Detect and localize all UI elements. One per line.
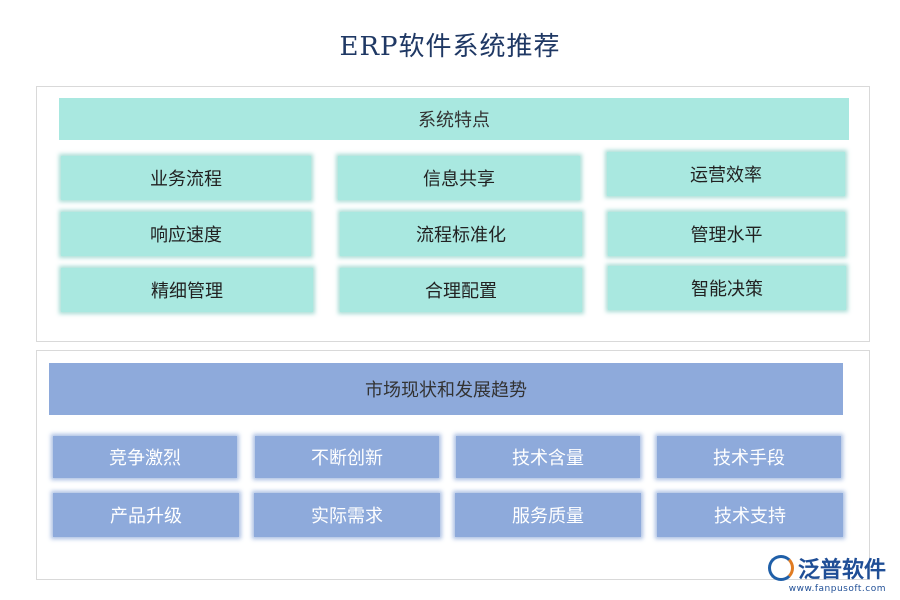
feature-box: 业务流程 (61, 156, 311, 200)
feature-box: 信息共享 (338, 156, 580, 200)
market-box: 技术含量 (456, 436, 640, 478)
feature-box: 管理水平 (608, 212, 845, 256)
logo-url: www.fanpusoft.com (788, 584, 886, 594)
logo-name: 泛普软件 (797, 558, 886, 583)
feature-box: 合理配置 (340, 268, 582, 312)
page-title: ERP软件系统推荐 (339, 32, 561, 62)
features-heading: 系统特点 (59, 98, 849, 140)
market-box: 竞争激烈 (53, 436, 237, 478)
features-section: 系统特点 业务流程 信息共享 运营效率 响应速度 流程标准化 管理水平 精细管理… (36, 86, 870, 342)
market-box: 技术支持 (657, 493, 843, 537)
feature-box: 响应速度 (61, 212, 311, 256)
logo-icon (767, 555, 794, 581)
feature-box: 智能决策 (608, 266, 846, 310)
market-box: 技术手段 (657, 436, 841, 478)
market-box: 不断创新 (255, 436, 439, 478)
feature-box: 精细管理 (61, 268, 313, 312)
market-section: 市场现状和发展趋势 竞争激烈 不断创新 技术含量 技术手段 产品升级 实际需求 … (36, 350, 870, 580)
market-box: 服务质量 (455, 493, 641, 537)
feature-box: 运营效率 (607, 152, 845, 196)
market-heading: 市场现状和发展趋势 (49, 363, 843, 415)
feature-box: 流程标准化 (340, 212, 582, 256)
brand-logo: 泛普软件 www.fanpusoft.com (767, 552, 886, 594)
market-box: 实际需求 (254, 493, 440, 537)
market-box: 产品升级 (53, 493, 239, 537)
